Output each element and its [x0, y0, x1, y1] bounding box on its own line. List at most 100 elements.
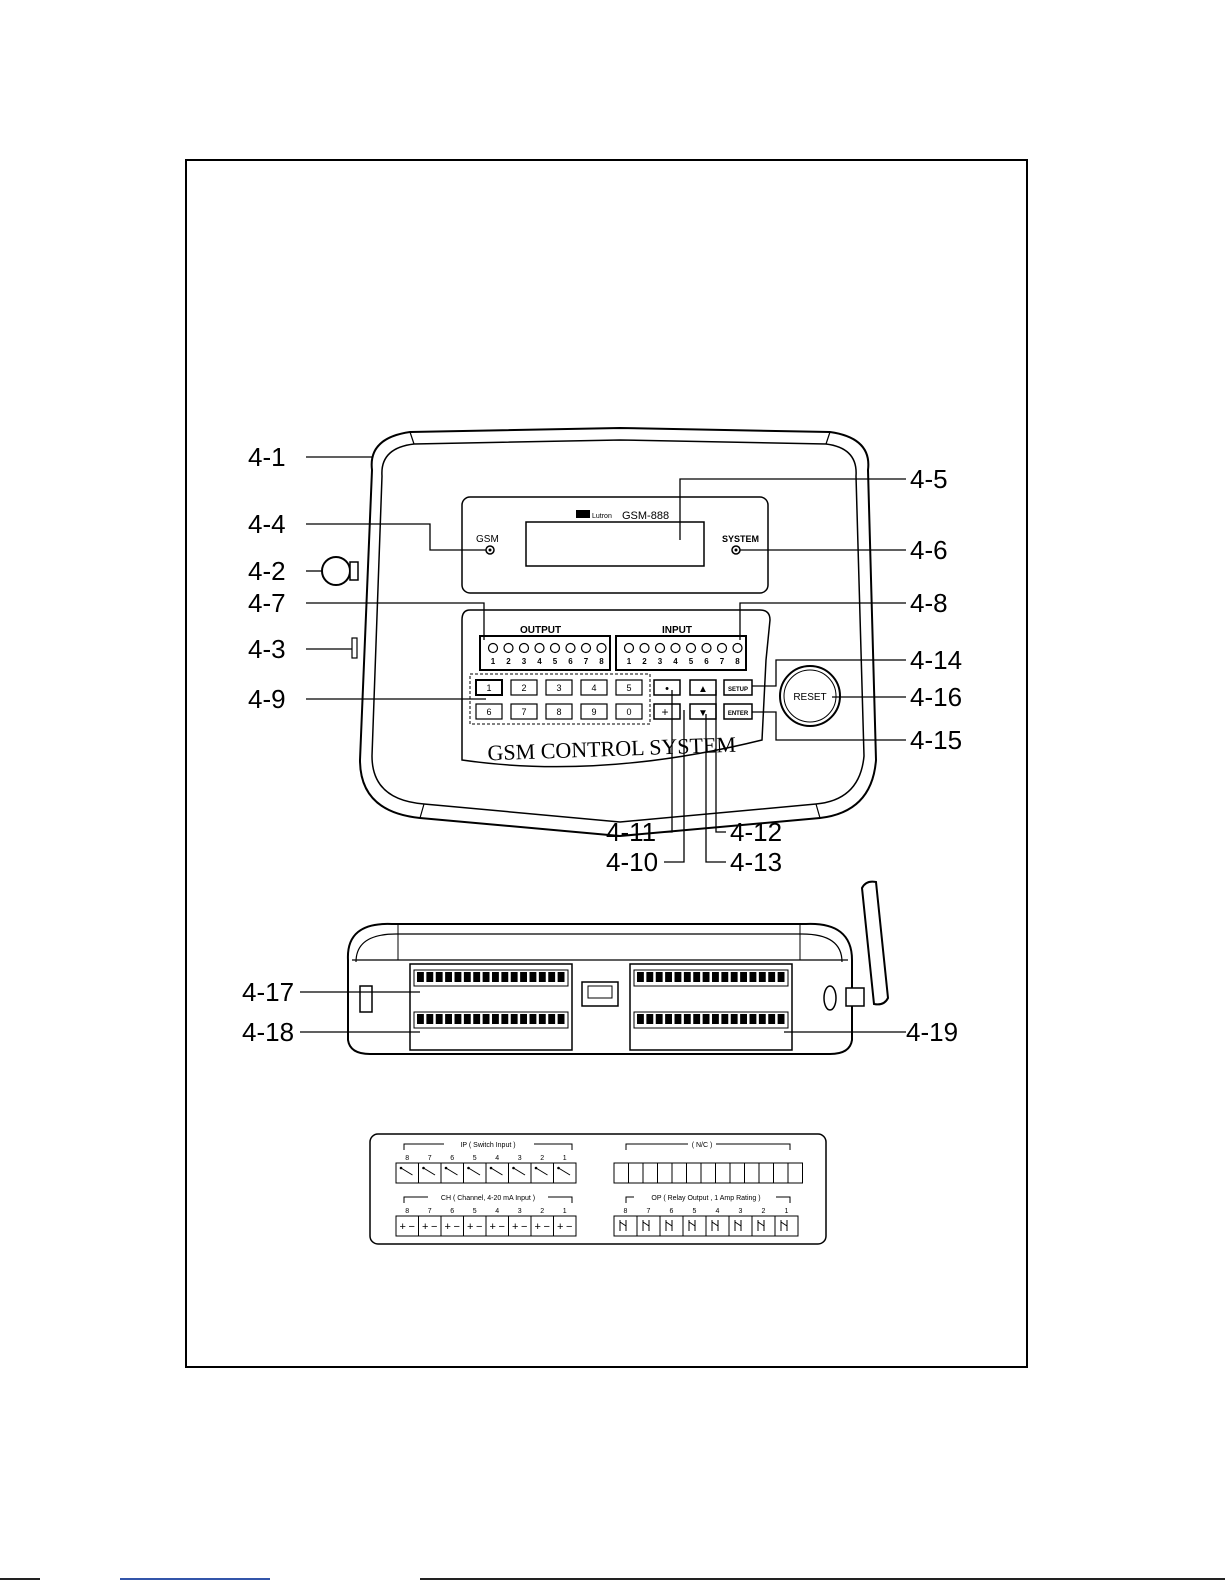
ip-number: 2 [540, 1155, 544, 1162]
input-led-1 [623, 642, 635, 654]
callout-4-14: 4-14 [910, 645, 962, 675]
housing-outline [358, 426, 878, 838]
input-led-5 [685, 642, 697, 654]
callout-4-16: 4-16 [910, 682, 962, 712]
ip-switch-mark [468, 1167, 481, 1176]
ch-number: 7 [428, 1208, 432, 1215]
key-6[interactable] [475, 703, 503, 720]
terminal-screw [482, 972, 490, 982]
input-led-2 [639, 642, 650, 654]
terminal-screw [758, 1014, 766, 1024]
ch-number: 5 [473, 1208, 477, 1215]
input-led-number: 3 [658, 657, 663, 666]
up-key[interactable] [689, 679, 717, 696]
terminal-screw [749, 972, 757, 982]
terminal-screw [445, 972, 452, 982]
callout-4-1: 4-1 [248, 442, 286, 472]
key-0[interactable] [615, 703, 643, 720]
ch-plus: + [512, 1221, 518, 1233]
input-led-8 [732, 642, 743, 654]
terminal-screw [548, 972, 556, 982]
key-7[interactable] [510, 703, 538, 720]
terminal-screw [454, 972, 462, 982]
terminal-screw [529, 972, 537, 982]
ip-number: 4 [495, 1155, 499, 1162]
terminal-screw [721, 1014, 729, 1024]
nc-cell [744, 1162, 760, 1184]
op-relay-mark [734, 1220, 742, 1231]
key-5[interactable] [615, 679, 643, 696]
op-number: 8 [624, 1208, 628, 1215]
ch-plus: + [467, 1221, 473, 1233]
ch-plus: + [445, 1221, 451, 1233]
nc-cell [628, 1162, 644, 1184]
terminal-screw [665, 972, 672, 982]
bottom-antenna [860, 880, 890, 1006]
dot-key[interactable] [653, 679, 681, 696]
output-led-2 [503, 642, 514, 654]
terminal-screw [473, 1014, 481, 1024]
ch-number: 1 [563, 1208, 567, 1215]
output-led-number: 2 [506, 657, 511, 666]
setup-key[interactable] [723, 679, 753, 696]
ch-label: CH ( Channel, 4-20 mA Input ) [441, 1195, 535, 1202]
ch-minus: − [499, 1221, 505, 1233]
ch-plus: + [535, 1221, 541, 1233]
output-led-number: 1 [491, 657, 496, 666]
ip-number: 1 [563, 1155, 567, 1162]
reset-button[interactable] [779, 665, 841, 727]
terminal-screw [557, 1014, 565, 1024]
terminal-label-plate: IP ( Switch Input ) ( N/C ) CH ( Channel… [369, 1133, 827, 1245]
callout-4-3: 4-3 [248, 634, 286, 664]
nc-cell [773, 1162, 789, 1184]
terminal-screw [721, 972, 729, 982]
op-label: OP ( Relay Output , 1 Amp Rating ) [651, 1195, 760, 1202]
brand-logo [576, 510, 590, 518]
callout-4-11: 4-11 [606, 817, 656, 847]
terminal-blocks [409, 963, 793, 1051]
key-label: 9 [591, 707, 596, 717]
nc-cell [686, 1162, 702, 1184]
key-8[interactable] [545, 703, 573, 720]
callout-4-5: 4-5 [910, 464, 948, 494]
terminal-screw [520, 1014, 527, 1024]
ch-minus: − [521, 1221, 527, 1233]
op-number: 5 [693, 1208, 697, 1215]
terminal-screw [463, 972, 471, 982]
setup-key-label: SETUP [728, 687, 748, 693]
key-2[interactable] [510, 679, 538, 696]
ch-minus: − [431, 1221, 437, 1233]
input-led-number: 6 [704, 657, 709, 666]
terminal-screw [510, 972, 518, 982]
terminal-screw [665, 1014, 672, 1024]
ip-label: IP ( Switch Input ) [460, 1142, 515, 1149]
terminal-screw [445, 1014, 452, 1024]
terminal-screw [538, 1014, 546, 1024]
op-relay-mark [642, 1220, 650, 1231]
key-9[interactable] [580, 703, 608, 720]
terminal-screw [702, 1014, 710, 1024]
down-key-label: ▼ [698, 708, 708, 719]
callout-4-6: 4-6 [910, 535, 948, 565]
ch-plus: + [557, 1221, 563, 1233]
ip-number: 6 [450, 1155, 454, 1162]
key-1[interactable] [475, 679, 503, 696]
output-led-3 [518, 642, 530, 654]
bottom-housing [346, 922, 853, 1055]
ip-cell [463, 1162, 487, 1184]
plus-key[interactable] [653, 703, 681, 720]
ch-number: 4 [495, 1208, 499, 1215]
bottom-leader-lines [300, 991, 906, 1033]
key-label: 0 [626, 707, 631, 717]
nc-cell [729, 1162, 745, 1184]
key-3[interactable] [545, 679, 573, 696]
ip-switch-mark [423, 1167, 436, 1176]
ip-number: 8 [405, 1155, 409, 1162]
key-4[interactable] [580, 679, 608, 696]
terminal-screw [777, 972, 785, 982]
key-label: 8 [556, 707, 561, 717]
op-relay-mark [757, 1220, 765, 1231]
ip-number: 5 [473, 1155, 477, 1162]
key-label: 2 [521, 683, 526, 693]
